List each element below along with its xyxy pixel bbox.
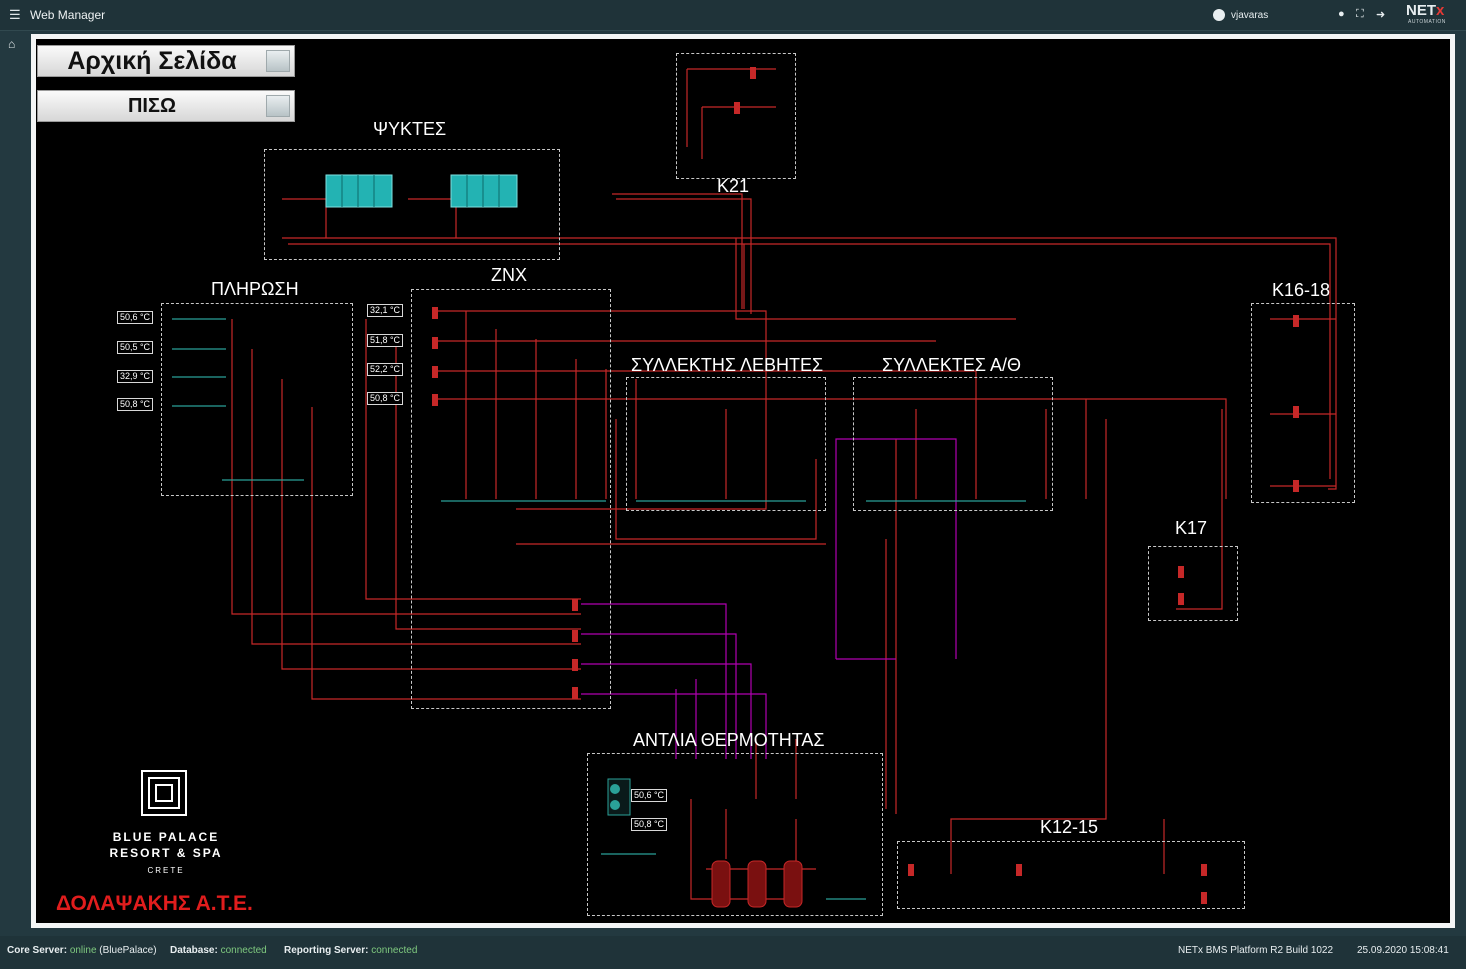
zone-heat-pump: [587, 753, 883, 916]
status-bar: Core Server: online (BluePalace) Databas…: [0, 936, 1466, 969]
label-heat-pump: ΑΝΤΛΙΑ ΘΕΡΜΟΤΗΤΑΣ: [633, 730, 825, 750]
back-label: ΠΙΣΩ: [127, 95, 177, 117]
zone-k21: [676, 53, 796, 179]
home-page-button[interactable]: Αρχική Σελίδα: [37, 45, 295, 77]
label-k16-18: K16-18: [1272, 280, 1331, 300]
temp-fill-3[interactable]: 32,9 °C: [117, 370, 153, 383]
sidebar: ⌂: [0, 31, 30, 936]
temp-heat-pump-2[interactable]: 50,8 °C: [631, 818, 667, 831]
netx-logo: NETx: [1406, 2, 1445, 19]
resort-name-line-2: RESORT & SPA: [109, 846, 223, 860]
resort-name: BLUE PALACE RESORT & SPA: [96, 829, 236, 861]
home-page-label: Αρχική Σελίδα: [67, 47, 237, 75]
label-dhw: ZNX: [491, 265, 527, 285]
zone-fill: [161, 303, 353, 496]
core-server-label: Core Server:: [7, 945, 68, 956]
netx-logo-sub: AUTOMATION: [1408, 19, 1446, 25]
temp-dhw-2[interactable]: 51,8 °C: [367, 334, 403, 347]
zone-boiler-collector: [626, 377, 826, 511]
database-label: Database:: [170, 945, 218, 956]
user-icon[interactable]: [1213, 9, 1225, 21]
temp-fill-4[interactable]: 50,8 °C: [117, 398, 153, 411]
label-k12-15: K12-15: [1040, 817, 1099, 837]
zone-k16-18: [1251, 303, 1355, 503]
zone-chillers: [264, 149, 560, 260]
label-hp-collectors: ΣΥΛΛΕΚΤΕΣ Α/Θ: [882, 355, 1021, 375]
app-title: Web Manager: [30, 8, 106, 22]
resort-location: CRETE: [147, 866, 185, 875]
menu-icon[interactable]: ☰: [9, 7, 21, 22]
reporting-label: Reporting Server:: [284, 945, 369, 956]
label-k17: K17: [1175, 518, 1208, 538]
label-fill: ΠΛΗΡΩΣΗ: [211, 279, 299, 299]
database-value: connected: [220, 945, 267, 956]
logout-icon[interactable]: ➜: [1376, 9, 1386, 21]
label-k21: K21: [717, 176, 750, 196]
resort-logo-icon: [141, 770, 187, 816]
pipe-schematic: [172, 67, 1337, 908]
temp-dhw-1[interactable]: 32,1 °C: [367, 304, 403, 317]
button-cap-icon: [266, 95, 290, 117]
user-name[interactable]: vjavaras: [1231, 10, 1269, 21]
info-icon[interactable]: ●: [1338, 8, 1345, 20]
schematic-canvas: Αρχική Σελίδα ΠΙΣΩ ΨΥΚΤΕΣ K21 ΠΛΗΡΩΣΗ ZN…: [36, 39, 1450, 923]
back-button[interactable]: ΠΙΣΩ: [37, 90, 295, 122]
build-info: NETx BMS Platform R2 Build 1022: [1178, 945, 1334, 956]
reporting-value: connected: [371, 945, 418, 956]
company-name: ΔΟΛΑΨΑΚΗΣ Α.Τ.Ε.: [56, 892, 253, 915]
home-icon[interactable]: ⌂: [8, 37, 16, 51]
zone-dhw: [411, 289, 611, 709]
temp-dhw-3[interactable]: 52,2 °C: [367, 363, 403, 376]
temp-dhw-4[interactable]: 50,8 °C: [367, 392, 403, 405]
button-cap-icon: [266, 50, 290, 72]
temp-fill-1[interactable]: 50,6 °C: [117, 311, 153, 324]
zone-hp-collectors: [853, 377, 1053, 511]
temp-heat-pump-1[interactable]: 50,6 °C: [631, 789, 667, 802]
status-datetime: 25.09.2020 15:08:41: [1357, 945, 1449, 956]
database-status: Database: connected: [170, 945, 267, 956]
label-boiler-collector: ΣΥΛΛΕΚΤΗΣ ΛΕΒΗΤΕΣ: [631, 355, 824, 375]
core-server-value: online: [69, 945, 97, 956]
core-server-status: Core Server: online (BluePalace): [7, 945, 157, 956]
label-chillers: ΨΥΚΤΕΣ: [373, 119, 447, 139]
core-server-site: (BluePalace): [99, 945, 157, 956]
fullscreen-icon[interactable]: ⛶: [1356, 8, 1364, 20]
zone-k12-15: [897, 841, 1245, 909]
zone-k17: [1148, 546, 1238, 621]
resort-name-line-1: BLUE PALACE: [112, 830, 220, 844]
reporting-status: Reporting Server: connected: [284, 945, 417, 956]
temp-fill-2[interactable]: 50,5 °C: [117, 341, 153, 354]
top-bar: ☰ Web Manager vjavaras ● ⛶ ➜ NETx AUTOMA…: [0, 0, 1466, 31]
